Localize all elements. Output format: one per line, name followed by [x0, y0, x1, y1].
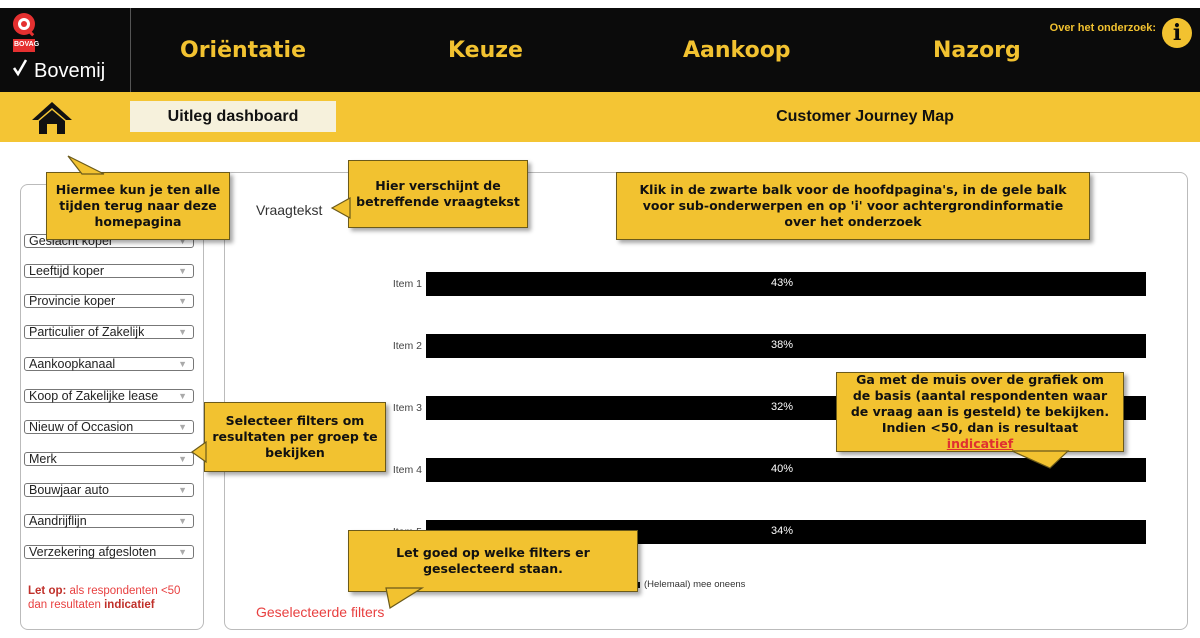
filter-label: Verzekering afgesloten: [29, 545, 157, 559]
nav-keuze[interactable]: Keuze: [448, 37, 523, 63]
filter-label: Leeftijd koper: [29, 264, 105, 278]
callout-selected-tail: [385, 587, 424, 609]
bar[interactable]: [426, 272, 1146, 296]
bar[interactable]: [426, 334, 1146, 358]
callout-hover-tail: [1011, 450, 1070, 469]
filter-label: Aankoopkanaal: [29, 357, 116, 371]
chevron-down-icon: ▼: [178, 296, 187, 306]
note-prefix: Let op:: [28, 585, 67, 597]
filter-label: Merk: [29, 452, 57, 466]
note-text: als respondenten <50 dan resultaten: [28, 585, 181, 611]
page-title: Customer Journey Map: [776, 108, 954, 125]
selected-filters-label: Geselecteerde filters: [256, 604, 385, 620]
chevron-down-icon: ▼: [178, 236, 187, 246]
filter-label: Nieuw of Occasion: [29, 420, 134, 434]
filter-panel: [20, 184, 204, 630]
chevron-down-icon: ▼: [178, 359, 187, 369]
bar-category-label: Item 4: [392, 464, 422, 476]
filter-dropdown[interactable]: Aankoopkanaal ▼: [24, 357, 194, 371]
filter-label: Provincie koper: [29, 294, 116, 308]
callout-hover: Ga met de muis over de grafiek om de bas…: [836, 372, 1124, 452]
chevron-down-icon: ▼: [178, 547, 187, 557]
bar-value-label: 40%: [770, 463, 794, 475]
bovag-badge-text: BOVAG: [14, 41, 40, 48]
legend-entry: (Helemaal) mee oneens: [644, 579, 746, 590]
chevron-down-icon: ▼: [178, 454, 187, 464]
filter-dropdown[interactable]: Particulier of Zakelijk ▼: [24, 325, 194, 339]
callout-question-tail: [330, 196, 351, 220]
chevron-down-icon: ▼: [178, 391, 187, 401]
home-icon[interactable]: [30, 100, 74, 141]
bar-category-label: Item 1: [392, 278, 422, 290]
chevron-down-icon: ▼: [178, 422, 187, 432]
callout-selected: Let goed op welke filters er geselecteer…: [348, 530, 638, 592]
chevron-down-icon: ▼: [178, 266, 187, 276]
bar[interactable]: [426, 458, 1146, 482]
uitleg-dashboard-button[interactable]: Uitleg dashboard: [130, 101, 336, 132]
filter-dropdown[interactable]: Provincie koper ▼: [24, 294, 194, 308]
chevron-down-icon: ▼: [178, 516, 187, 526]
respondents-note: Let op: als respondenten <50 dan resulta…: [28, 584, 200, 612]
bovemij-name: Bovemij: [34, 60, 106, 82]
bar-value-label: 38%: [770, 339, 794, 351]
filter-dropdown[interactable]: Merk ▼: [24, 452, 194, 466]
bovag-logo-icon: [12, 13, 35, 77]
filter-dropdown[interactable]: Koop of Zakelijke lease ▼: [24, 389, 194, 403]
about-research-label: Over het onderzoek:: [1049, 22, 1156, 34]
callout-hover-text: Ga met de muis over de grafiek om de bas…: [847, 372, 1113, 452]
filter-label: Particulier of Zakelijk: [29, 325, 145, 339]
callout-home-tail: [67, 155, 105, 175]
filter-dropdown[interactable]: Nieuw of Occasion ▼: [24, 420, 194, 434]
bar-value-label: 34%: [770, 525, 794, 537]
bovag-bovemij-logo[interactable]: BOVAG Bovemij: [0, 8, 131, 92]
bar-category-label: Item 3: [392, 402, 422, 414]
callout-filters: Selecteer filters om resultaten per groe…: [204, 402, 386, 472]
info-icon[interactable]: i: [1162, 18, 1192, 48]
filter-dropdown[interactable]: Aandrijflijn ▼: [24, 514, 194, 528]
question-text: Vraagtekst: [256, 202, 323, 218]
filter-dropdown[interactable]: Verzekering afgesloten ▼: [24, 545, 194, 559]
filter-dropdown[interactable]: Bouwjaar auto ▼: [24, 483, 194, 497]
callout-hover-body: Ga met de muis over de grafiek om de bas…: [850, 372, 1110, 435]
nav-aankoop[interactable]: Aankoop: [683, 37, 791, 63]
bar-value-label: 43%: [770, 277, 794, 289]
bar-value-label: 32%: [770, 401, 794, 413]
filter-label: Koop of Zakelijke lease: [29, 389, 159, 403]
filter-dropdown[interactable]: Leeftijd koper ▼: [24, 264, 194, 278]
chevron-down-icon: ▼: [178, 485, 187, 495]
callout-home: Hiermee kun je ten alle tijden terug naa…: [46, 172, 230, 240]
bar-category-label: Item 2: [392, 340, 422, 352]
chevron-down-icon: ▼: [178, 327, 187, 337]
nav-orientatie[interactable]: Oriëntatie: [180, 37, 307, 63]
callout-filters-tail: [190, 440, 207, 464]
note-emph: indicatief: [104, 599, 155, 611]
callout-navigation: Klik in de zwarte balk voor de hoofdpagi…: [616, 172, 1090, 240]
nav-nazorg[interactable]: Nazorg: [933, 37, 1021, 63]
callout-hover-emph: indicatief: [946, 436, 1014, 451]
callout-question: Hier verschijnt de betreffende vraagteks…: [348, 160, 528, 228]
filter-label: Bouwjaar auto: [29, 483, 109, 497]
top-navigation-bar: [0, 8, 1200, 92]
filter-label: Aandrijflijn: [29, 514, 87, 528]
